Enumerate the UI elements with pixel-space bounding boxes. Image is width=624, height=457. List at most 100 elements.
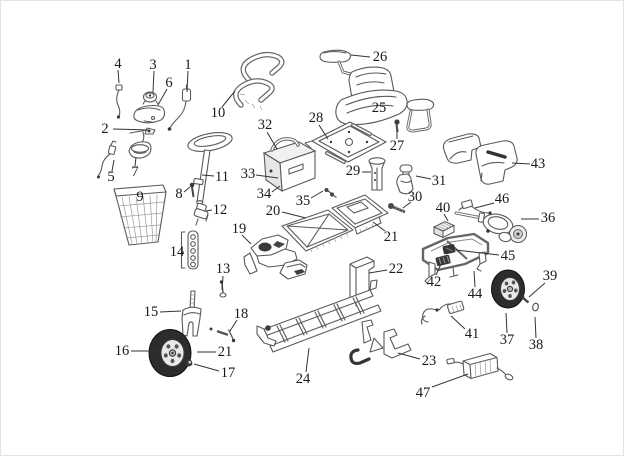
callout-label-45: 45 [501,248,516,264]
callout-label-46: 46 [495,191,510,207]
callout-label-21: 21 [218,344,233,360]
part-24-main-frame-drawing [256,279,382,353]
part-25-seat-drawing [335,66,408,126]
callout-leader-43 [511,162,531,165]
callout-label-26: 26 [373,49,388,65]
callout-leader-12 [205,209,213,212]
callout-label-43: 43 [531,156,546,172]
callout-label-17: 17 [221,365,236,381]
callout-label-8: 8 [175,186,182,202]
callout-leader-24 [305,347,310,373]
callout-label-7: 7 [131,164,138,180]
callout-label-30: 30 [408,189,423,205]
callout-label-34: 34 [257,186,272,202]
callout-leader-39 [528,282,546,298]
callout-label-38: 38 [529,337,544,353]
callout-leader-19 [241,234,252,245]
callout-label-9: 9 [136,189,143,205]
callout-label-22: 22 [389,261,404,277]
part-17-hub-nut-drawing [185,359,193,367]
part-18-axle-pins-drawing [209,327,236,343]
part-8-bolt-drawing [189,182,195,198]
callout-leader-28 [318,124,329,140]
part-20-floorboard-drawing [281,209,354,253]
callout-label-28: 28 [309,110,324,126]
part-28-seat-plate-drawing [304,121,387,164]
callout-label-20: 20 [266,203,281,219]
callout-leader-7 [134,156,137,167]
part-21-rear-deck-drawing [331,194,389,235]
part-14-hardware-strip-drawing [180,230,199,270]
callout-label-13: 13 [216,261,231,277]
callout-leader-44 [473,270,476,288]
callout-label-11: 11 [215,169,229,185]
callout-leader-15 [159,310,182,313]
part-15-front-fork-drawing [181,290,202,337]
part-26-armrest-right-drawing [406,98,435,133]
part-1-throttle-lever-drawing [167,84,192,131]
callout-leader-45 [455,249,500,256]
callout-layer: 1234567891011121314151617181920212122232… [101,49,557,401]
part-4-key-drawing [115,84,123,119]
part-6-console-housing-drawing [133,104,166,124]
part-19-front-bracket-drawing [243,234,308,280]
callout-leader-34 [271,185,281,193]
part-37-rear-wheel-drawing [491,269,525,309]
callout-label-29: 29 [346,163,361,179]
callout-label-10: 10 [211,105,226,121]
callout-label-16: 16 [115,343,130,359]
callout-leader-6 [157,88,168,106]
callout-label-1: 1 [184,57,191,73]
callout-leader-40 [443,213,449,222]
part-32-33-34-battery-box-drawing [262,137,317,193]
callout-leader-32 [266,131,278,150]
callout-leader-11 [201,174,215,177]
part-16-front-wheel-drawing [148,329,192,377]
callout-label-21: 21 [384,229,399,245]
part-30-bolt-drawing [388,203,406,214]
callout-leader-30 [402,201,412,209]
callout-label-19: 19 [232,221,247,237]
callout-label-32: 32 [258,117,273,133]
part-23-brackets-drawing [349,319,412,366]
callout-leader-10 [221,90,236,108]
callout-leader-47 [431,373,469,388]
part-42-bracket-drawing [435,254,451,267]
callout-leader-13 [221,275,224,291]
callout-label-15: 15 [144,304,159,320]
callout-label-33: 33 [241,166,256,182]
callout-label-2: 2 [101,121,108,137]
callout-leader-18 [229,319,238,332]
callout-leader-3 [152,70,155,93]
callout-label-41: 41 [465,326,480,342]
part-3-potentiometer-drawing [142,91,159,105]
callout-label-12: 12 [213,202,228,218]
callout-label-6: 6 [165,75,172,91]
callout-leader-4 [117,69,120,84]
part-31-tiller-clamp-drawing [396,164,414,195]
callout-leader-21 [372,221,386,232]
part-12-connector-drawing [193,202,209,226]
part-9-basket-drawing [113,184,167,246]
part-47-charger-drawing [446,352,514,381]
callout-leader-5 [111,159,115,172]
part-5-cable-drawing [97,140,117,179]
part-40-battery-pack-drawing [432,220,456,239]
callout-label-37: 37 [500,332,515,348]
part-11-tiller-assembly-drawing [187,132,233,205]
callout-leader-46 [474,202,495,209]
callout-label-5: 5 [107,169,114,185]
part-38-washer-drawing [532,302,539,312]
callout-label-42: 42 [427,274,442,290]
part-29-seat-post-drawing [368,157,386,191]
part-7-console-bottom-drawing [128,141,152,159]
part-35-screws-drawing [324,187,337,198]
callout-leader-17 [193,363,220,372]
callout-leader-23 [397,352,421,360]
part-41-wiring-bracket-drawing [420,300,465,325]
callout-leader-2 [112,128,149,131]
part-46-harness-drawing [458,199,492,215]
callout-leader-20 [281,211,307,219]
callout-label-23: 23 [422,353,437,369]
